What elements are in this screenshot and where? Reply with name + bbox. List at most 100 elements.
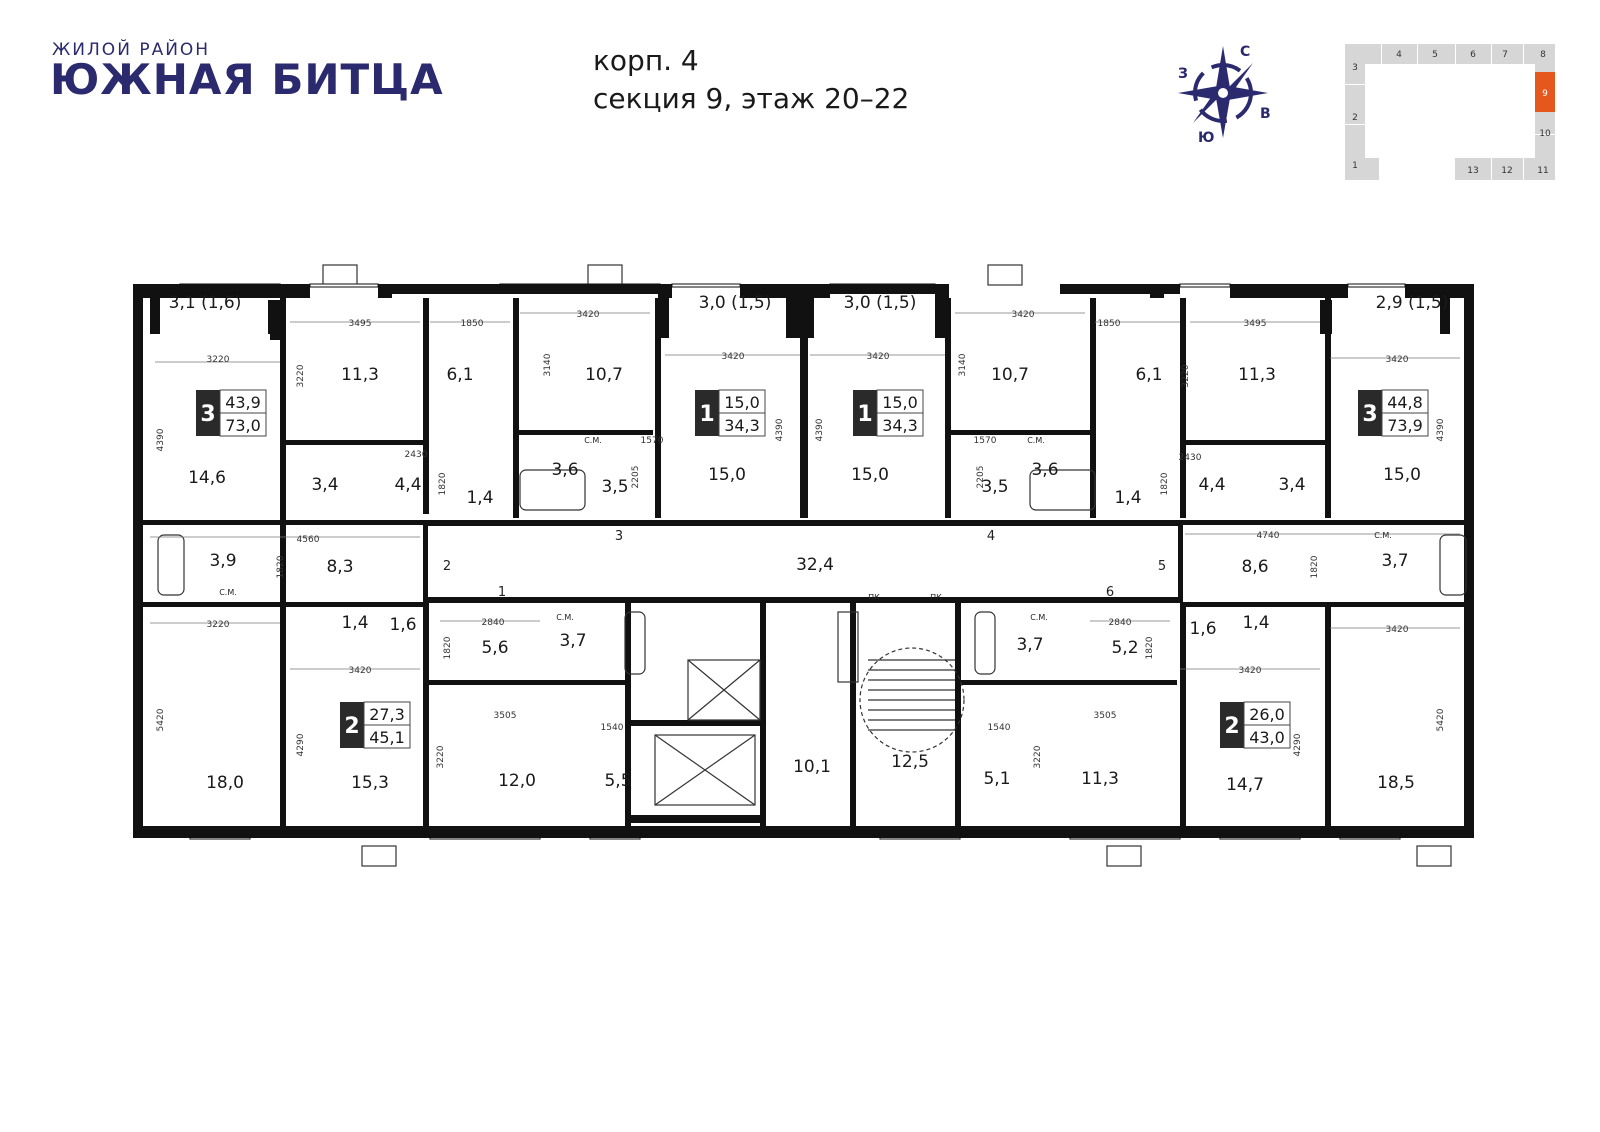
apartment-rooms-box <box>196 390 220 436</box>
window-glazing <box>309 283 379 288</box>
dimension-label: 4390 <box>775 418 785 441</box>
wall <box>625 815 760 823</box>
window-marker <box>1106 845 1142 867</box>
wall <box>625 720 760 726</box>
dimension-label: 2430 <box>1179 453 1202 463</box>
bathtub <box>1029 469 1096 511</box>
room-area-label: 3,5 <box>601 477 628 497</box>
dimension-label: 1570 <box>641 436 664 446</box>
room-area-label: 3,7 <box>1016 635 1043 655</box>
wall <box>1420 826 1460 838</box>
dimension-label: 5420 <box>156 708 166 731</box>
window-glazing <box>1179 283 1231 288</box>
wall <box>378 284 392 298</box>
dimension-label: 3420 <box>349 666 372 676</box>
apartment-total-area: 34,3 <box>724 416 760 435</box>
room-area-label: 1,6 <box>1189 619 1216 639</box>
bathtub <box>157 534 185 596</box>
dimension-label: 3420 <box>1012 310 1035 320</box>
wall <box>280 284 310 298</box>
wall <box>1464 284 1474 836</box>
key-plan-section-label: 12 <box>1501 166 1512 176</box>
apartment-rooms-count: 1 <box>699 402 714 427</box>
key-plan-section-label: 9 <box>1542 89 1548 99</box>
apartment-living-area: 27,3 <box>369 705 405 724</box>
dimension-label: 3420 <box>1386 355 1409 365</box>
dimension-label: 2205 <box>631 466 641 489</box>
room-area-label: 4,4 <box>394 475 421 495</box>
wall <box>392 284 502 294</box>
page-title: корп. 4 секция 9, этаж 20–22 <box>593 42 909 118</box>
key-plan-section-label: 10 <box>1539 129 1551 139</box>
compass-icon: С В Ю З <box>1178 44 1271 146</box>
wall <box>1030 826 1070 838</box>
wall <box>658 284 672 298</box>
washer-label: С.М. <box>556 613 574 622</box>
compass-south-label: Ю <box>1198 130 1214 146</box>
dimension-label: 4390 <box>156 428 166 451</box>
dimension-label: 2430 <box>405 450 428 460</box>
wall <box>513 298 519 518</box>
dimension-label: 4560 <box>297 535 320 545</box>
wall <box>640 826 840 838</box>
dimension-label: 3495 <box>1244 319 1267 329</box>
wall <box>1320 300 1332 334</box>
room-area-label: 11,3 <box>341 365 379 385</box>
room-area-label: 3,7 <box>1381 551 1408 571</box>
corridor-door-number: 1 <box>498 585 506 600</box>
corridor-door-number: 2 <box>443 559 451 574</box>
stair-flight <box>837 611 859 683</box>
dimension-label: 1570 <box>974 436 997 446</box>
room-area-label: 6,1 <box>446 365 473 385</box>
wall <box>1180 298 1186 518</box>
apartment-living-area: 26,0 <box>1249 705 1285 724</box>
dimension-label: 2205 <box>976 466 986 489</box>
room-area-label: 3,5 <box>981 477 1008 497</box>
washer-label: С.М. <box>1027 436 1045 445</box>
dimension-label: 3220 <box>1181 364 1191 387</box>
wall <box>820 284 940 294</box>
dimension-label: 1540 <box>988 723 1011 733</box>
apartment-total-area: 45,1 <box>369 728 405 747</box>
dimension-label: 3505 <box>1094 711 1117 721</box>
key-plan-section-label: 2 <box>1352 113 1358 123</box>
bathtub <box>974 611 996 675</box>
wall <box>951 430 1091 435</box>
dimension-label: 1820 <box>1160 472 1170 495</box>
room-area-label: 1,6 <box>389 615 416 635</box>
dimension-label: 3420 <box>577 310 600 320</box>
wall <box>955 603 961 828</box>
room-area-label: 1,4 <box>341 613 368 633</box>
dimension-label: 3420 <box>1239 666 1262 676</box>
wall <box>423 603 429 828</box>
room-area-label: 10,7 <box>585 365 623 385</box>
room-area-label: 5,1 <box>983 769 1010 789</box>
room-area-label: 1,4 <box>1242 613 1269 633</box>
key-plan-section-label: 6 <box>1470 50 1476 60</box>
apartment-rooms-box <box>695 390 719 436</box>
hydrant-label: ПК <box>930 593 942 602</box>
room-area-label: 14,6 <box>188 468 226 488</box>
key-plan-highlight <box>1535 72 1555 112</box>
dimension-label: 4290 <box>1293 733 1303 756</box>
key-plan-section-label: 4 <box>1396 50 1402 60</box>
room-area-label: 32,4 <box>796 555 834 575</box>
room-area-label: 5,5 <box>604 771 631 791</box>
wall <box>250 826 290 838</box>
window-marker <box>587 264 623 286</box>
dimension-label: 1820 <box>276 555 286 578</box>
wall <box>740 284 830 298</box>
room-area-label: 6,1 <box>1135 365 1162 385</box>
apartment-living-area: 15,0 <box>882 393 918 412</box>
room-area-label: 3,0 (1,5) <box>844 293 917 313</box>
apartment-total-area: 34,3 <box>882 416 918 435</box>
room-area-label: 4,4 <box>1198 475 1225 495</box>
room-area-label: 5,6 <box>481 638 508 658</box>
room-area-label: 3,6 <box>1031 460 1058 480</box>
room-area-label: 10,1 <box>793 757 831 777</box>
dimension-label: 3140 <box>543 353 553 376</box>
bathtub <box>519 469 586 511</box>
